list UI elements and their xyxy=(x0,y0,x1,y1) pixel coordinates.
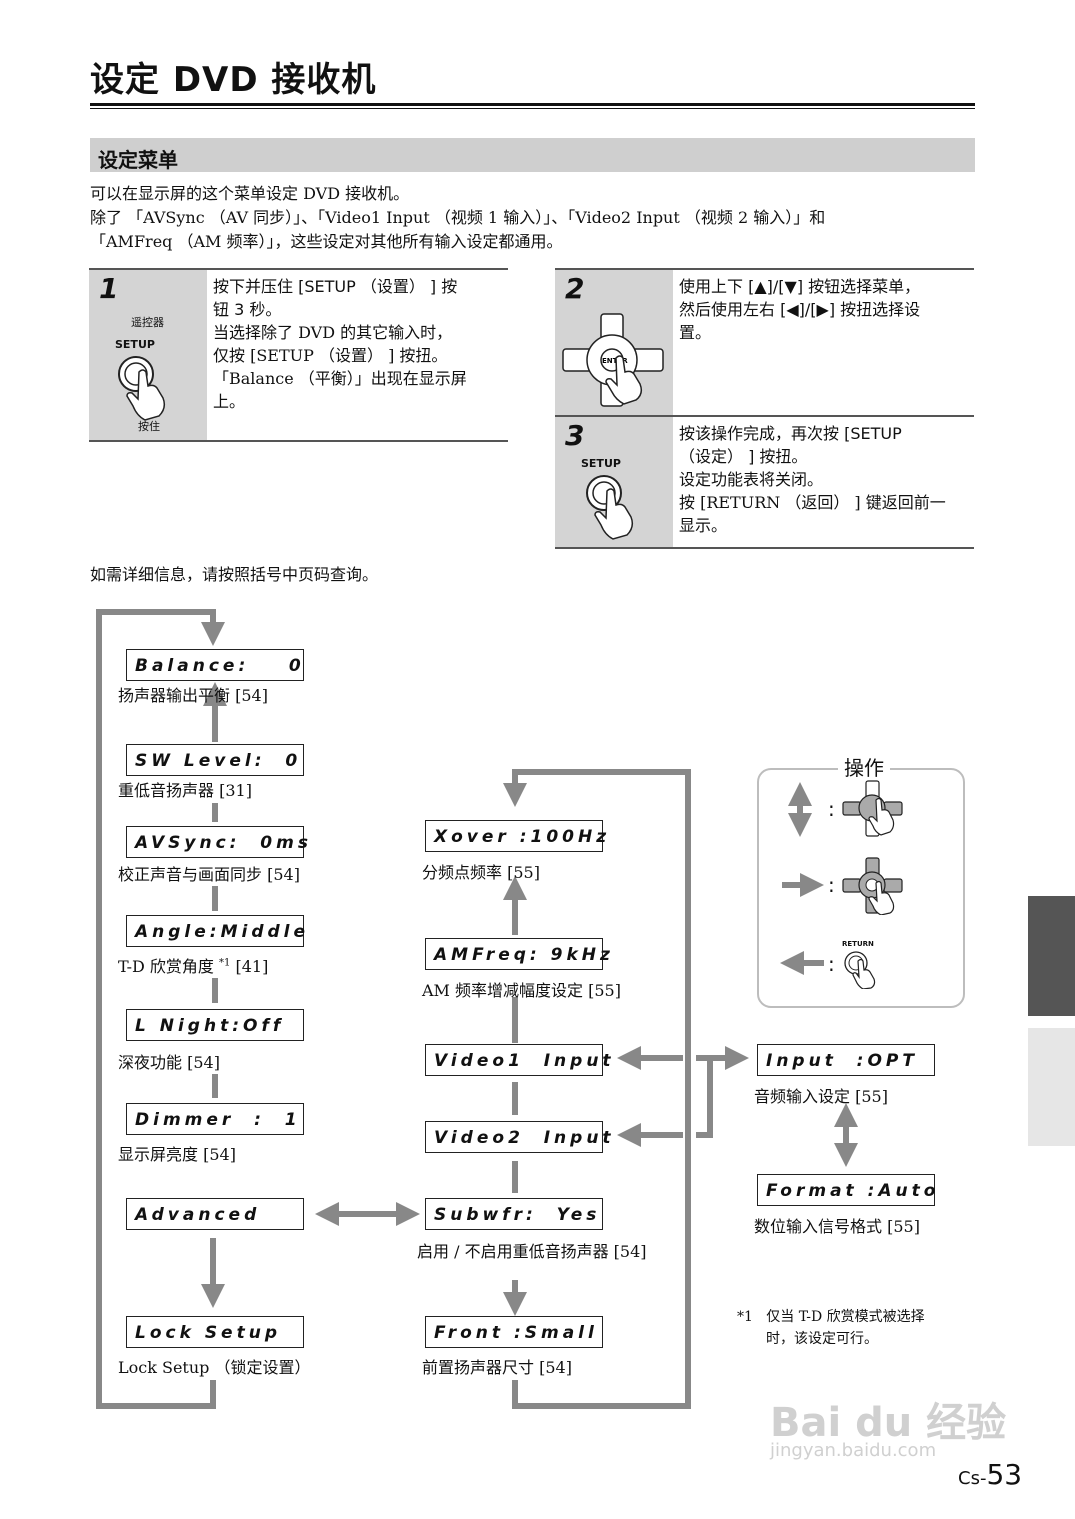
hold-label: 按住 xyxy=(138,420,160,433)
colon: : xyxy=(828,952,835,976)
caption-avsync: 校正声音与画面同步 [54] xyxy=(118,865,300,884)
dpad-enter-press-icon: ENTER xyxy=(562,313,664,407)
lcd-amfreq: AMFreq: 9kHz xyxy=(425,938,610,970)
footnote-line-2: 时，该设定可行。 xyxy=(766,1331,878,1347)
caption-angle-ref: [41] xyxy=(235,957,269,976)
title-rule-thin xyxy=(90,108,975,109)
step-1-line: 当选择除了 DVD 的其它输入时， xyxy=(213,323,453,342)
side-tab-light xyxy=(1028,1028,1075,1146)
step-1-text: 按下并压住 [SETUP （设置） ] 按 钮 3 秒。 当选择除了 DVD 的… xyxy=(213,275,504,413)
step-2-icon-panel: 2 ENTER xyxy=(555,270,673,415)
intro-line-2: 除了 「AVSync （AV 同步）」、「Video1 Input （视频 1 … xyxy=(90,208,826,227)
page-title: 设定 DVD 接收机 xyxy=(90,60,377,100)
setup-label: SETUP xyxy=(581,457,621,470)
return-button-icon xyxy=(844,951,876,989)
step-3: 3 SETUP 按该操作完成，再次按 [SETUP （设定） ] 按扭。 设定功… xyxy=(555,415,974,549)
step-2-line: 然后使用左右 [◀]/[▶] 按扭选择设 xyxy=(679,300,921,319)
caption-lock-setup: Lock Setup （锁定设置） xyxy=(118,1358,311,1377)
step-1-line: 「Balance （平衡）」出现在显示屏 xyxy=(213,369,467,388)
watermark-logo: Bai du 经验 xyxy=(770,1400,1007,1446)
page-number-prefix: Cs- xyxy=(958,1468,987,1489)
step-2-number: 2 xyxy=(565,272,585,305)
lcd-advanced: Advanced xyxy=(126,1198,304,1230)
caption-input-opt: 音频输入设定 [55] xyxy=(754,1087,888,1106)
colon: : xyxy=(828,873,835,897)
lcd-sw-level: SW Level: 0 xyxy=(126,744,304,776)
step-1: 1 遥控器 SETUP 按住 按下并压住 [SETUP （设置） ] 按 钮 3… xyxy=(89,268,508,442)
step-1-line: 钮 3 秒。 xyxy=(213,300,282,319)
footnote-line-1: 仅当 T-D 欣赏模式被选择 xyxy=(766,1309,925,1325)
reference-note: 如需详细信息，请按照括号中页码查询。 xyxy=(90,565,379,584)
step-3-icon-panel: 3 SETUP xyxy=(555,417,673,547)
caption-balance: 扬声器输出平衡 [54] xyxy=(118,686,268,705)
colon: : xyxy=(828,797,835,821)
lcd-video2-input: Video2 Input xyxy=(425,1121,611,1153)
step-3-number: 3 xyxy=(565,419,585,452)
remote-label: 遥控器 xyxy=(131,316,164,329)
bracket-video-inputs xyxy=(696,1055,713,1138)
lcd-xover: Xover :100Hz xyxy=(425,820,606,852)
setup-button-press-icon xyxy=(586,475,634,540)
lcd-avsync: AVSync: 0ms xyxy=(126,826,308,858)
step-2-line: 置。 xyxy=(679,323,712,342)
caption-late-night: 深夜功能 [54] xyxy=(118,1053,220,1072)
lcd-balance: Balance: 0 xyxy=(126,649,304,681)
step-1-line: 仅按 [SETUP （设置） ] 按扭。 xyxy=(213,346,448,365)
section-title: 设定菜单 xyxy=(98,148,178,172)
step-2-line: 使用上下 [▲]/[▼] 按钮选择菜单， xyxy=(679,277,921,296)
intro-line-3: 「AMFreq （AM 频率）」，这些设定对其他所有输入设定都通用。 xyxy=(90,232,563,251)
lcd-input-opt: Input :OPT xyxy=(757,1044,935,1076)
lcd-video1-input: Video1 Input xyxy=(425,1044,611,1076)
page-number: Cs-53 xyxy=(958,1458,1022,1491)
caption-front: 前置扬声器尺寸 [54] xyxy=(422,1358,572,1377)
lcd-late-night: L Night:Off xyxy=(126,1009,304,1041)
caption-subwfr: 启用 / 不启用重低音扬声器 [54] xyxy=(417,1242,647,1261)
lcd-angle: Angle:Middle xyxy=(126,915,305,947)
lcd-front: Front :Small xyxy=(425,1316,603,1348)
loop-arrow-left xyxy=(96,609,225,1409)
step-3-line: 显示。 xyxy=(679,516,728,535)
lcd-lock-setup: Lock Setup xyxy=(126,1316,304,1348)
setup-button-press-icon xyxy=(118,356,166,421)
caption-sw-level: 重低音扬声器 [31] xyxy=(118,781,252,800)
step-3-line: 设定功能表将关闭。 xyxy=(679,470,824,489)
step-1-line: 按下并压住 [SETUP （设置） ] 按 xyxy=(213,277,458,296)
step-3-text: 按该操作完成，再次按 [SETUP （设定） ] 按扭。 设定功能表将关闭。 按… xyxy=(679,422,970,537)
section-bar xyxy=(90,138,975,172)
step-2-text: 使用上下 [▲]/[▼] 按钮选择菜单， 然后使用左右 [◀]/[▶] 按扭选择… xyxy=(679,275,970,344)
step-1-number: 1 xyxy=(99,272,119,305)
step-3-line: 按 [RETURN （返回） ] 键返回前一 xyxy=(679,493,946,512)
step-3-line: 按该操作完成，再次按 [SETUP xyxy=(679,424,902,443)
lcd-dimmer: Dimmer : 1 xyxy=(126,1103,304,1135)
intro-line-1: 可以在显示屏的这个菜单设定 DVD 接收机。 xyxy=(90,184,410,203)
setup-label: SETUP xyxy=(115,338,155,351)
caption-format: 数位输入信号格式 [55] xyxy=(754,1217,920,1236)
caption-angle-text: T-D 欣赏角度 xyxy=(118,957,214,976)
footnote-mark: *1 xyxy=(737,1309,753,1325)
lcd-subwfr: Subwfr: Yes xyxy=(425,1198,603,1230)
caption-amfreq: AM 频率增减幅度设定 [55] xyxy=(422,981,621,1000)
title-rule-thick xyxy=(90,103,975,106)
return-label: RETURN xyxy=(842,940,874,948)
step-3-line: （设定） ] 按扭。 xyxy=(679,447,808,466)
side-tab-dark xyxy=(1028,896,1075,1016)
enter-label: ENTER xyxy=(602,357,628,365)
footnote: *1 仅当 T-D 欣赏模式被选择 时，该设定可行。 xyxy=(737,1306,925,1350)
watermark-url: jingyan.baidu.com xyxy=(770,1440,937,1461)
dpad-enter-icon xyxy=(842,857,903,915)
operation-title: 操作 xyxy=(838,752,890,781)
caption-xover: 分频点频率 [55] xyxy=(422,863,540,882)
loop-arrow-middle xyxy=(503,769,691,1409)
footnote-mark: *1 xyxy=(219,957,231,969)
step-1-line: 上。 xyxy=(213,392,246,411)
dpad-updown-icon xyxy=(842,780,903,837)
step-2: 2 ENTER 使用上下 [▲]/[▼] 按钮选择菜单， 然后使用左右 [◀]/… xyxy=(555,268,974,417)
caption-angle: T-D 欣赏角度 *1 [41] xyxy=(118,953,268,977)
intro-text: 可以在显示屏的这个菜单设定 DVD 接收机。 除了 「AVSync （AV 同步… xyxy=(90,182,980,254)
step-1-icon-panel: 1 遥控器 SETUP 按住 xyxy=(89,270,207,440)
caption-dimmer: 显示屏亮度 [54] xyxy=(118,1145,236,1164)
page-number-value: 53 xyxy=(986,1458,1023,1491)
lcd-format: Format :Auto xyxy=(757,1174,935,1206)
